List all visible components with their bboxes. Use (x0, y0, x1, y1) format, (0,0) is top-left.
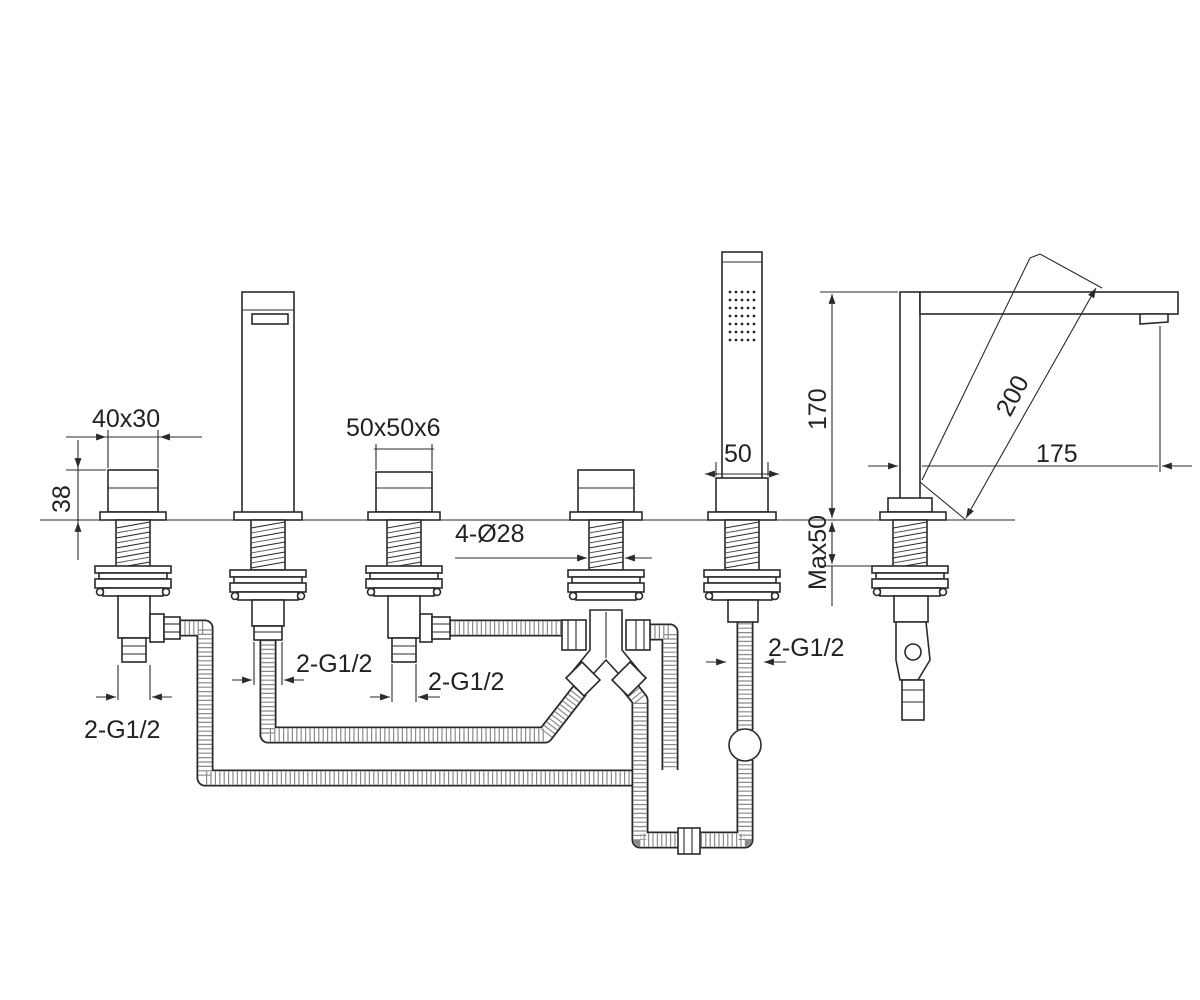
label-38: 38 (48, 485, 76, 513)
diverter (561, 469, 651, 698)
label-170: 170 (804, 388, 832, 430)
handshower (677, 251, 781, 855)
hoses (180, 619, 754, 849)
spout (229, 291, 307, 641)
label-40x30: 40x30 (92, 405, 160, 433)
label-50x50x6: 50x50x6 (346, 414, 441, 442)
label-connection-mid-1: 2-G1/2 (296, 650, 372, 678)
label-max50: Max50 (804, 515, 832, 590)
left-valve (94, 469, 181, 663)
spout-side-view (871, 291, 1179, 721)
label-connection-right: 2-G1/2 (768, 634, 844, 662)
label-connection-left: 2-G1/2 (84, 716, 160, 744)
label-connection-mid-2: 2-G1/2 (428, 668, 504, 696)
spray-holes (728, 290, 756, 342)
label-175: 175 (1036, 440, 1078, 468)
label-200: 200 (991, 371, 1035, 421)
dimensions (66, 253, 1192, 702)
label-50: 50 (724, 440, 752, 468)
label-4-holes: 4-Ø28 (455, 520, 524, 548)
dimension-labels: 40x30 38 50x50x6 4-Ø28 50 2-G1/2 2-G1/2 … (48, 371, 1078, 744)
middle-valve (365, 471, 451, 663)
